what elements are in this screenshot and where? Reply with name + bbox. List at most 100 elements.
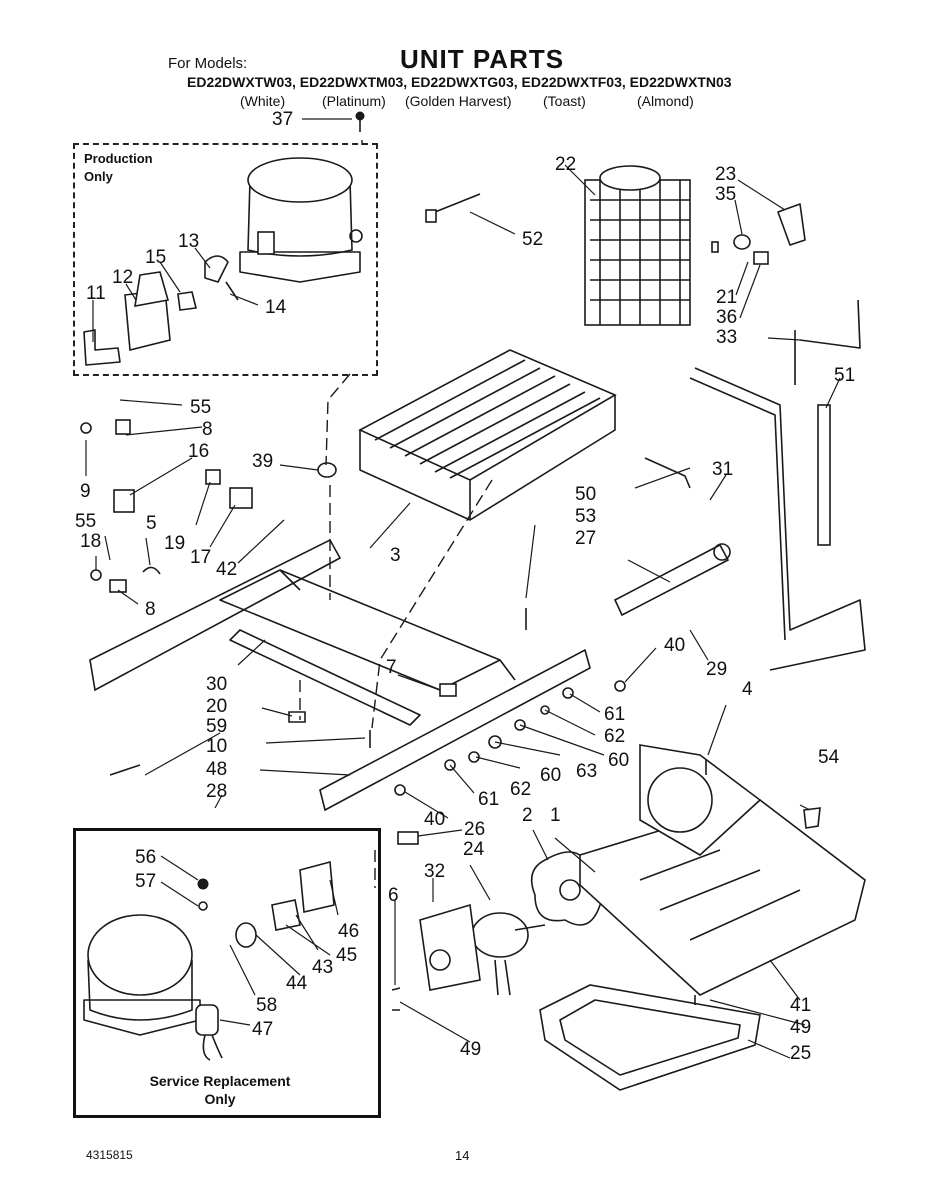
callout-18: 18 — [80, 531, 102, 552]
service-relay-parts — [197, 860, 335, 948]
evaporator-coil — [358, 349, 617, 521]
callout-57: 57 — [135, 871, 157, 892]
callout-40b: 40 — [424, 809, 446, 830]
callout-15: 15 — [145, 247, 167, 268]
frame-rails — [89, 538, 591, 812]
callout-43: 43 — [312, 957, 334, 978]
production-only-box — [73, 143, 378, 376]
callout-52: 52 — [522, 229, 544, 250]
page-number: 14 — [455, 1148, 470, 1163]
document-number: 4315815 — [86, 1148, 133, 1162]
callout-60b: 60 — [540, 765, 562, 786]
callout-58: 58 — [256, 995, 278, 1016]
filter-drier — [613, 543, 731, 617]
callout-10: 10 — [206, 736, 228, 757]
callout-55b: 55 — [75, 511, 97, 532]
callout-49b: 49 — [460, 1039, 482, 1060]
callout-56: 56 — [135, 847, 157, 868]
callout-60: 60 — [608, 750, 630, 771]
callout-26: 26 — [464, 819, 486, 840]
callout-55: 55 — [190, 397, 212, 418]
callout-20: 20 — [206, 696, 228, 717]
callout-31: 31 — [712, 459, 734, 480]
base-pan — [579, 744, 866, 996]
callout-46: 46 — [338, 921, 360, 942]
callout-17: 17 — [190, 547, 212, 568]
condenser-coil — [584, 165, 691, 326]
service-replacement-label: Service Replacement Only — [120, 1072, 320, 1108]
finish-white: (White) — [240, 93, 286, 109]
callout-45: 45 — [336, 945, 358, 966]
callout-2: 2 — [522, 805, 533, 826]
screws-and-grommets — [80, 111, 821, 1011]
callout-42: 42 — [216, 559, 238, 580]
callout-3: 3 — [390, 545, 401, 566]
callout-48: 48 — [206, 759, 228, 780]
service-compressor — [83, 914, 201, 1036]
callout-37: 37 — [272, 109, 294, 130]
callout-41: 41 — [790, 995, 812, 1016]
callout-62: 62 — [604, 726, 626, 747]
page-title: UNIT PARTS — [400, 44, 565, 74]
production-label-line-2: Only — [84, 169, 113, 184]
finish-golden-harvest: (Golden Harvest) — [405, 93, 512, 109]
callout-25: 25 — [790, 1043, 812, 1064]
fan-motor — [471, 912, 546, 996]
callout-40: 40 — [664, 635, 686, 656]
callout-62b: 62 — [510, 779, 532, 800]
callout-7: 7 — [386, 657, 397, 678]
callout-33: 33 — [716, 327, 738, 348]
service-label-line-1: Service Replacement — [149, 1073, 291, 1089]
for-models-label: For Models: — [168, 55, 248, 72]
callout-53: 53 — [575, 506, 597, 527]
callout-8: 8 — [202, 419, 213, 440]
production-compressor — [239, 157, 363, 283]
callout-1: 1 — [550, 805, 561, 826]
callout-8b: 8 — [145, 599, 156, 620]
callout-5: 5 — [146, 513, 157, 534]
callout-12: 12 — [112, 267, 134, 288]
callout-36: 36 — [716, 307, 738, 328]
callout-51: 51 — [834, 365, 856, 386]
production-only-label: Production Only — [84, 150, 153, 186]
service-replacement-box — [73, 828, 381, 1118]
callout-13: 13 — [178, 231, 200, 252]
callout-30: 30 — [206, 674, 228, 695]
condenser-tube — [689, 299, 866, 671]
callout-49: 49 — [790, 1017, 812, 1038]
callout-14: 14 — [265, 297, 287, 318]
callout-16: 16 — [188, 441, 210, 462]
leader-lines — [85, 118, 841, 1059]
service-label-line-2: Only — [204, 1091, 236, 1107]
motor-bracket — [419, 903, 481, 991]
callout-47: 47 — [252, 1019, 274, 1040]
callout-23: 23 — [715, 164, 737, 185]
callout-61: 61 — [604, 704, 626, 725]
callout-11: 11 — [86, 283, 106, 304]
callout-24: 24 — [463, 839, 485, 860]
callout-19: 19 — [164, 533, 186, 554]
callout-59: 59 — [206, 716, 228, 737]
callout-29: 29 — [706, 659, 728, 680]
callout-4: 4 — [742, 679, 753, 700]
service-capacitor — [195, 1004, 223, 1061]
callout-54: 54 — [818, 747, 840, 768]
callout-22: 22 — [555, 154, 577, 175]
callout-21: 21 — [716, 287, 738, 308]
finish-platinum: (Platinum) — [322, 93, 386, 109]
callout-44: 44 — [286, 973, 308, 994]
finish-almond: (Almond) — [637, 93, 694, 109]
callout-63: 63 — [576, 761, 598, 782]
callout-35: 35 — [715, 184, 737, 205]
model-list: ED22DWXTW03, ED22DWXTM03, ED22DWXTG03, E… — [187, 74, 732, 90]
callout-28: 28 — [206, 781, 228, 802]
relay-and-overload — [83, 255, 239, 366]
callout-27: 27 — [575, 528, 597, 549]
callout-50: 50 — [575, 484, 597, 505]
finish-toast: (Toast) — [543, 93, 586, 109]
callout-61b: 61 — [478, 789, 500, 810]
callout-32: 32 — [424, 861, 446, 882]
callout-39: 39 — [252, 451, 274, 472]
callout-6: 6 — [388, 885, 399, 906]
